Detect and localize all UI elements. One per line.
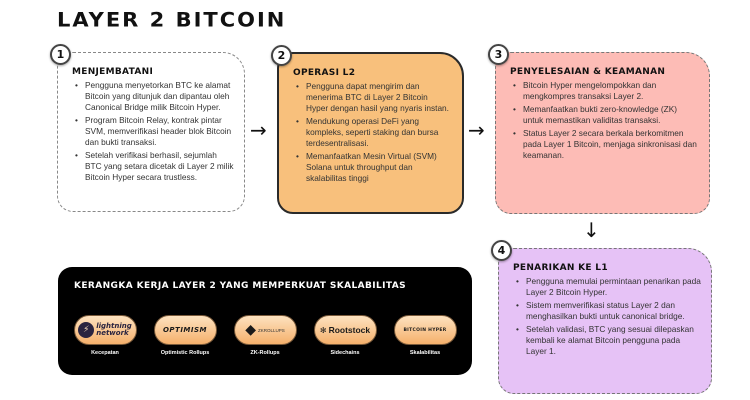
step-bullet: Pengguna menyetorkan BTC ke alamat Bitco… [72, 80, 234, 113]
framework-item-rootstock: ✻ Rootstock Sidechains [312, 315, 378, 356]
framework-item-label: Skalabilitas [409, 350, 441, 356]
step-card-bridging: 1 MENJEMBATANI Pengguna menyetorkan BTC … [50, 44, 245, 212]
step-number-badge: 1 [50, 44, 71, 65]
framework-item-label: Optimistic Rollups [160, 350, 210, 356]
lightning-network-logo: ⚡ lightning network [73, 315, 137, 345]
optimism-logo: OPTIMISM [153, 315, 217, 345]
ethereum-diamond-icon: ◆ [245, 322, 256, 338]
step-bullet: Status Layer 2 secara berkala berkomitme… [510, 128, 699, 161]
framework-item-label: Sidechains [330, 350, 360, 356]
step-card-settlement-security: 3 PENYELESAIAN & KEAMANAN Bitcoin Hyper … [488, 44, 710, 214]
framework-item-label: Kecepatan [91, 350, 119, 356]
step-bullet: Pengguna dapat mengirim dan menerima BTC… [293, 81, 452, 114]
step-bullet: Mendukung operasi DeFi yang kompleks, se… [293, 116, 452, 149]
step-card-withdrawal: 4 PENARIKAN KE L1 Pengguna memulai permi… [491, 240, 712, 394]
framework-logo-row: ⚡ lightning network Kecepatan OPTIMISM O… [72, 315, 458, 356]
step-heading: PENARIKAN KE L1 [513, 263, 608, 273]
step-heading: PENYELESAIAN & KEAMANAN [510, 67, 666, 77]
step-bullet: Memanfaatkan bukti zero-knowledge (ZK) u… [510, 104, 699, 126]
zkrollups-logo: ◆ ZKROLLUPS [233, 315, 297, 345]
step-number-badge: 2 [271, 45, 292, 66]
lightning-bolt-icon: ⚡ [78, 322, 95, 338]
framework-item-lightning: ⚡ lightning network Kecepatan [72, 315, 138, 356]
rootstock-logo: ✻ Rootstock [313, 315, 377, 345]
step-bullet: Memanfaatkan Mesin Virtual (SVM) Solana … [293, 151, 452, 184]
step-heading: MENJEMBATANI [72, 67, 154, 77]
step-bullet: Program Bitcoin Relay, kontrak pintar SV… [72, 115, 234, 148]
step-bullet-list: Pengguna menyetorkan BTC ke alamat Bitco… [72, 80, 234, 183]
arrow-down-icon: ↓ [583, 218, 600, 242]
step-bullet-list: Pengguna dapat mengirim dan menerima BTC… [293, 81, 452, 184]
step-heading: OPERASI L2 [293, 68, 356, 78]
logo-text: BITCOIN HYPER [403, 327, 447, 333]
arrow-right-icon: → [250, 118, 267, 142]
framework-item-optimism: OPTIMISM Optimistic Rollups [152, 315, 218, 356]
step-bullet: Bitcoin Hyper mengelompokkan dan mengkom… [510, 80, 699, 102]
framework-item-zk-rollups: ◆ ZKROLLUPS ZK-Rollups [232, 315, 298, 356]
step-bullet: Pengguna memulai permintaan penarikan pa… [513, 276, 701, 298]
step-bullet-list: Pengguna memulai permintaan penarikan pa… [513, 276, 701, 357]
step-bullet: Setelah verifikasi berhasil, sejumlah BT… [72, 150, 234, 183]
bitcoin-hyper-logo: BITCOIN HYPER [393, 315, 457, 345]
framework-panel: KERANGKA KERJA LAYER 2 YANG MEMPERKUAT S… [58, 267, 472, 375]
logo-text: Rootstock [328, 325, 371, 335]
step-number-badge: 3 [488, 44, 509, 65]
page-title: LAYER 2 BITCOIN [57, 8, 287, 32]
logo-text: ZKROLLUPS [258, 327, 285, 333]
rootstock-icon: ✻ [319, 325, 327, 335]
step-bullet: Setelah validasi, BTC yang sesuai dilepa… [513, 324, 701, 357]
logo-text: lightning [96, 322, 132, 330]
step-number-badge: 4 [491, 240, 512, 261]
logo-text: network [96, 329, 129, 337]
logo-text: OPTIMISM [162, 326, 208, 334]
step-bullet-list: Bitcoin Hyper mengelompokkan dan mengkom… [510, 80, 699, 161]
arrow-right-icon: → [468, 118, 485, 142]
framework-item-label: ZK-Rollups [250, 350, 280, 356]
step-card-l2-operation: 2 OPERASI L2 Pengguna dapat mengirim dan… [271, 45, 464, 214]
step-bullet: Sistem memverifikasi status Layer 2 dan … [513, 300, 701, 322]
framework-heading: KERANGKA KERJA LAYER 2 YANG MEMPERKUAT S… [74, 281, 406, 291]
framework-item-bitcoin-hyper: BITCOIN HYPER Skalabilitas [392, 315, 458, 356]
